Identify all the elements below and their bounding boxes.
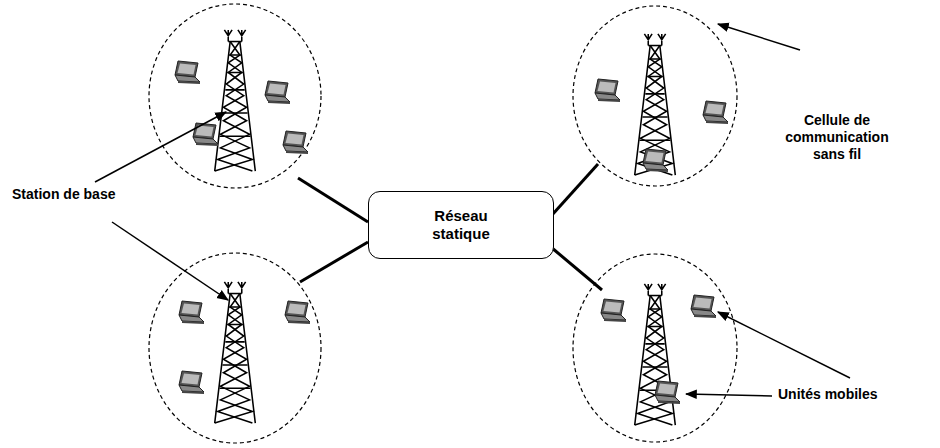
box-text: Réseau statique	[406, 207, 516, 243]
base-station-label: Station de base	[12, 186, 162, 203]
cell-label: Cellule de communication sans fil	[778, 112, 896, 162]
network-box: Réseau statique	[368, 191, 554, 259]
mobile-units-label: Unités mobiles	[778, 386, 928, 403]
